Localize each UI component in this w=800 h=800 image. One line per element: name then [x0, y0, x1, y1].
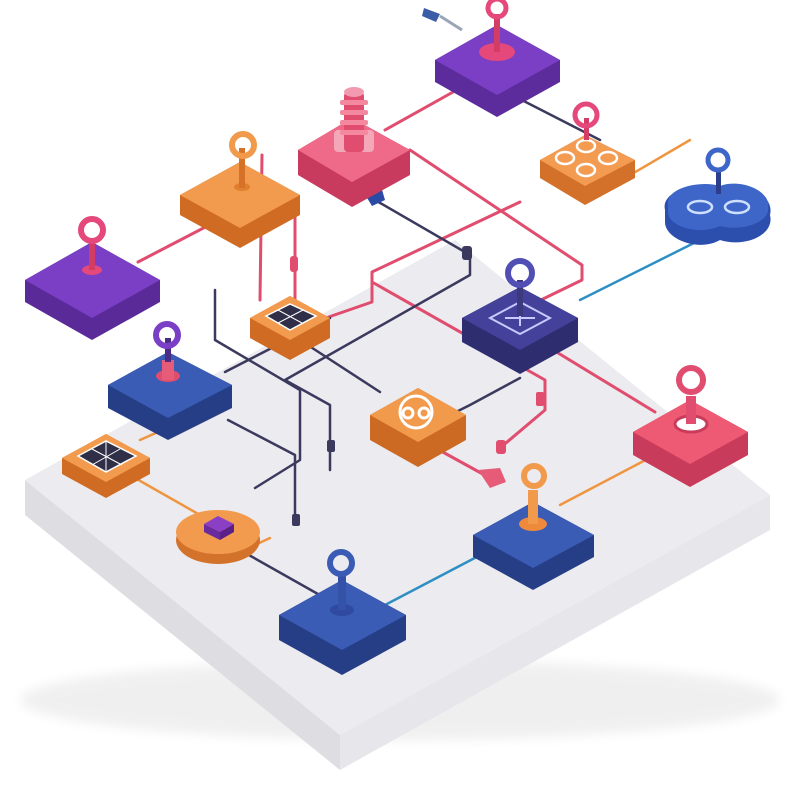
wire-pink — [136, 220, 217, 264]
coil-icon — [334, 87, 374, 152]
wire-navy — [439, 14, 463, 32]
battery-icon — [204, 516, 234, 540]
plug-icon — [292, 514, 300, 526]
node-orange-chip[interactable] — [250, 296, 330, 360]
pin-icon — [705, 147, 731, 194]
pin-icon — [229, 131, 257, 191]
node-purple-left[interactable] — [25, 216, 160, 340]
board-right-side — [340, 495, 770, 770]
wire-navy — [298, 338, 382, 394]
base-board — [20, 240, 780, 770]
plug-icon — [462, 246, 472, 260]
pin-icon — [519, 463, 547, 531]
plug-icon — [496, 440, 506, 454]
wire-pink — [370, 280, 547, 450]
plug-icon — [422, 8, 440, 22]
node-pink-coil[interactable] — [298, 87, 410, 207]
board-top — [25, 240, 770, 735]
pin-icon — [505, 258, 535, 316]
pin-icon — [153, 321, 181, 382]
pin-icon — [327, 549, 355, 616]
node-pink-pin[interactable] — [633, 365, 748, 487]
three-dots-icon — [554, 138, 619, 178]
node-blue-orange-pin[interactable] — [473, 463, 594, 590]
solar-grid-icon — [264, 303, 318, 331]
board-left-side — [25, 480, 340, 770]
wire-orange — [138, 430, 160, 442]
node-orange-battery[interactable] — [176, 510, 260, 564]
wire-orange — [623, 138, 692, 180]
solar-grid-icon — [76, 440, 138, 473]
wire-cyan — [578, 238, 702, 302]
plug-icon — [290, 256, 298, 272]
pin-icon — [673, 365, 709, 434]
wire-navy — [283, 198, 472, 472]
wire-cyan — [383, 548, 492, 607]
wire-pink — [383, 85, 464, 132]
node-orange-solar[interactable] — [62, 434, 150, 498]
node-purple-top[interactable] — [435, 0, 560, 117]
pin-icon — [78, 216, 106, 275]
wire-pink — [543, 343, 657, 414]
node-blue-bottom[interactable] — [279, 549, 406, 675]
plug-icon — [536, 392, 544, 406]
node-orange-center[interactable] — [370, 388, 466, 467]
wire-pink — [408, 148, 584, 317]
pin-icon — [572, 101, 600, 140]
plug-icon — [327, 440, 335, 452]
infinity-icon — [398, 394, 434, 430]
wire-navy — [213, 288, 302, 490]
wire-navy — [238, 548, 327, 600]
node-navy-blob[interactable] — [664, 147, 771, 245]
wire-orange — [558, 453, 657, 507]
node-indigo-gear[interactable] — [462, 258, 578, 374]
wire-orange — [133, 476, 202, 517]
wire-pink — [318, 200, 522, 322]
node-orange-pin[interactable] — [180, 131, 300, 248]
wire-navy — [226, 418, 297, 522]
three-dots-icon — [686, 199, 751, 215]
node-orange-dots[interactable] — [540, 101, 635, 205]
node-blue-pin[interactable] — [108, 321, 232, 440]
pin-icon — [479, 0, 515, 61]
plug-icon — [478, 468, 506, 488]
